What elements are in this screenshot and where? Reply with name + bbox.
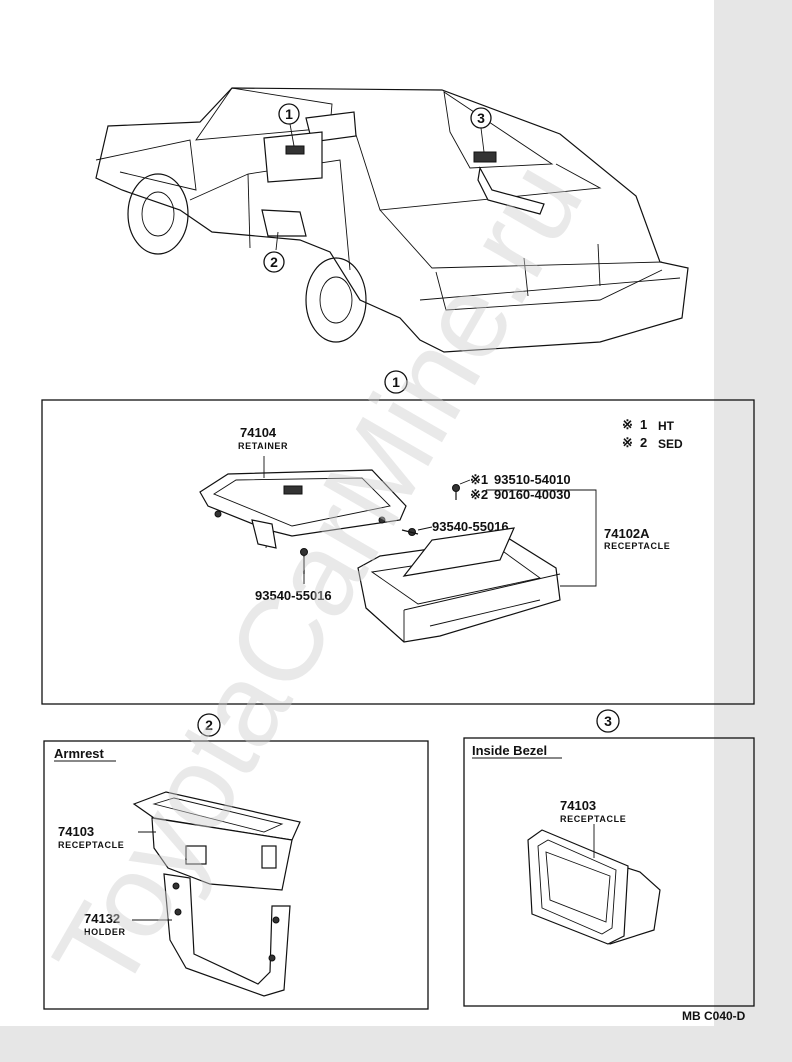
section-2-frame — [43, 740, 429, 1010]
svg-text:90160-40030: 90160-40030 — [494, 487, 571, 502]
svg-text:※: ※ — [622, 417, 633, 432]
section-1-frame — [41, 399, 755, 705]
legend: ※ 1 HT ※ 2 SED — [622, 417, 683, 451]
part-label-retainer: 74104 RETAINER — [238, 425, 288, 451]
retainer-74104 — [199, 456, 407, 549]
svg-text:1: 1 — [285, 106, 293, 122]
screw-icon — [452, 479, 471, 500]
svg-text:1: 1 — [640, 417, 647, 432]
svg-text:74103: 74103 — [58, 824, 94, 839]
callout-1-section: 1 — [384, 370, 408, 394]
svg-text:RETAINER: RETAINER — [238, 441, 288, 451]
callout-2-car: 2 — [263, 251, 285, 273]
screw-icon — [401, 526, 433, 536]
holder-74132 — [163, 873, 291, 997]
svg-text:HT: HT — [658, 419, 675, 433]
part-label-receptacle-74102a: 74102A RECEPTACLE — [604, 526, 670, 551]
svg-text:RECEPTACLE: RECEPTACLE — [604, 541, 670, 551]
svg-text:74103: 74103 — [560, 798, 596, 813]
leader-bracket — [486, 489, 597, 587]
callout-3-section: 3 — [596, 709, 620, 733]
part-label-screw-a: 93540-55016 — [432, 519, 509, 534]
section-3-title: Inside Bezel — [472, 743, 547, 758]
svg-text:RECEPTACLE: RECEPTACLE — [58, 840, 124, 850]
svg-text:74104: 74104 — [240, 425, 277, 440]
svg-text:※1: ※1 — [470, 472, 488, 487]
screw-icon — [300, 548, 308, 584]
car-illustration — [95, 87, 689, 353]
svg-text:74102A: 74102A — [604, 526, 650, 541]
svg-text:RECEPTACLE: RECEPTACLE — [560, 814, 626, 824]
callout-3-car: 3 — [470, 107, 492, 129]
svg-text:1: 1 — [392, 374, 400, 390]
callout-2-section: 2 — [197, 713, 221, 737]
svg-text:SED: SED — [658, 437, 683, 451]
svg-text:※: ※ — [622, 435, 633, 450]
section-3-frame — [463, 737, 755, 1007]
part-label-receptacle-74103-armrest: 74103 RECEPTACLE — [58, 824, 124, 850]
diagram-code: MB C040-D — [682, 1009, 746, 1023]
svg-text:2: 2 — [640, 435, 647, 450]
parts-diagram: 1 2 3 1 ※ 1 HT ※ 2 SED 74104 RETAINER — [28, 87, 755, 1023]
part-label-screw-b: 93540-55016 — [255, 588, 332, 603]
section-2-title: Armrest — [54, 746, 105, 761]
parts-diagram-page: 1 2 3 1 ※ 1 HT ※ 2 SED 74104 RETAINER — [0, 0, 755, 1026]
part-label-holder-74132: 74132 HOLDER — [84, 911, 126, 937]
callout-1-car: 1 — [278, 103, 300, 125]
svg-text:3: 3 — [477, 110, 485, 126]
svg-text:93510-54010: 93510-54010 — [494, 472, 571, 487]
receptacle-74103-armrest — [132, 791, 301, 891]
receptacle-74102a — [357, 527, 561, 643]
svg-text:HOLDER: HOLDER — [84, 927, 126, 937]
svg-text:2: 2 — [270, 254, 278, 270]
svg-text:74132: 74132 — [84, 911, 120, 926]
svg-text:2: 2 — [205, 717, 213, 733]
part-label-receptacle-74103-bezel: 74103 RECEPTACLE — [560, 798, 626, 824]
part-label-alternates: ※1 93510-54010 ※2 90160-40030 — [470, 472, 571, 502]
receptacle-74103-bezel — [527, 829, 661, 945]
svg-text:※2: ※2 — [470, 487, 488, 502]
svg-text:3: 3 — [604, 713, 612, 729]
